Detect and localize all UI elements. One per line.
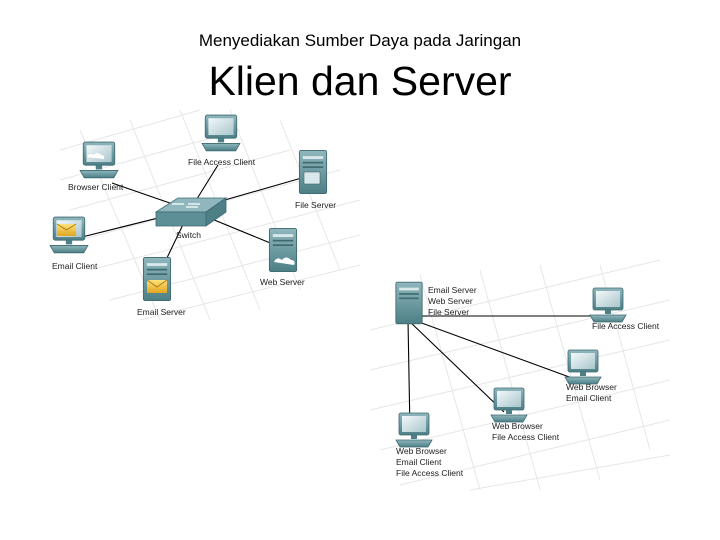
web-server-label: Web Server	[260, 277, 305, 287]
server-role-file: File Server	[428, 307, 469, 317]
server-role-web: Web Server	[428, 296, 473, 306]
client-mid-right-label-1: Web Browser	[566, 382, 617, 392]
file-server-icon	[298, 149, 328, 195]
file-access-client-icon	[201, 114, 241, 152]
email-client-label: Email Client	[52, 261, 98, 271]
slide-title: Klien dan Server	[208, 58, 512, 104]
file-access-client-label: File Access Client	[188, 157, 256, 167]
client-center-label-2: File Access Client	[492, 432, 560, 442]
client-right-label-1: File Access Client	[592, 321, 660, 331]
email-server-icon	[142, 256, 172, 302]
email-server-label: Email Server	[137, 307, 186, 317]
client-bottom-label-1: Web Browser	[396, 446, 447, 456]
diagram2-links	[407, 315, 600, 433]
client-mid-right-icon	[564, 349, 602, 385]
client-center-label-1: Web Browser	[492, 421, 543, 431]
switch-label: Switch	[176, 230, 201, 240]
client-center-icon	[490, 387, 528, 423]
browser-client-label: Browser Client	[68, 182, 124, 192]
server-role-email: Email Server	[428, 285, 477, 295]
email-client-icon	[49, 216, 89, 254]
client-bottom-icon	[395, 412, 433, 448]
switch-icon	[154, 197, 228, 227]
file-server-label: File Server	[295, 200, 336, 210]
multi-role-server-icon	[395, 281, 423, 325]
client-bottom-label-3: File Access Client	[396, 468, 464, 478]
browser-client-icon	[79, 141, 119, 179]
client-mid-right-label-2: Email Client	[566, 393, 612, 403]
slide-subtitle: Menyediakan Sumber Daya pada Jaringan	[198, 31, 522, 50]
web-server-icon	[268, 227, 298, 273]
client-bottom-label-2: Email Client	[396, 457, 442, 467]
client-right-icon	[589, 287, 627, 323]
